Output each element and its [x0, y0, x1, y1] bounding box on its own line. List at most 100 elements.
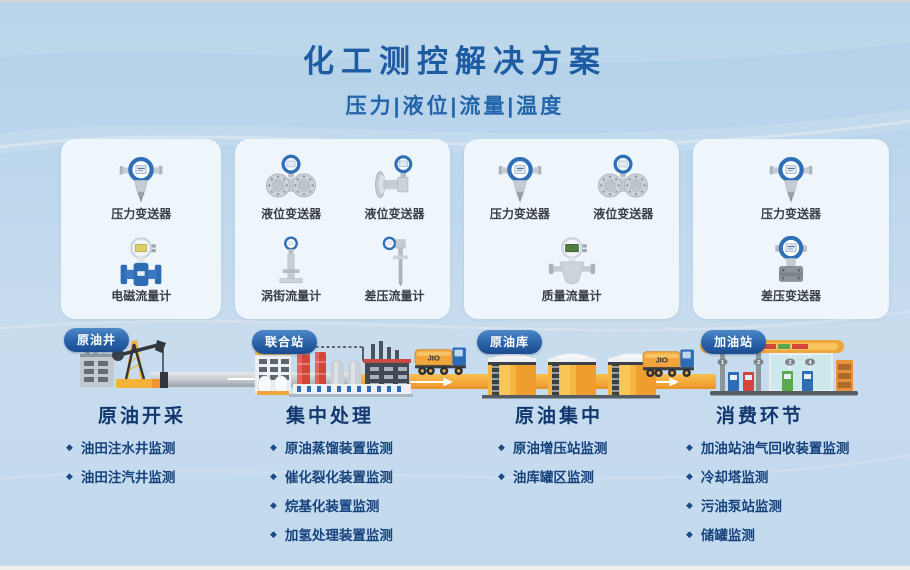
instrument-item: 液位变送器 — [593, 154, 653, 222]
stage-title-consumption: 消费环节 — [715, 406, 804, 427]
instrument-label: 液位变送器 — [364, 207, 425, 221]
instrument-label: 差压流量计 — [364, 289, 425, 303]
electromagnetic-flowmeter-icon — [115, 236, 167, 286]
stage-title-collection: 原油集中 — [514, 406, 603, 427]
diamond-bullet-icon: ◆ — [686, 470, 693, 481]
page-top-edge — [0, 0, 910, 2]
page-subtitle: 压力|液位|流量|温度 — [345, 95, 565, 118]
stage-title-extraction: 原油开采 — [97, 406, 186, 427]
list-item-label: 冷却塔监测 — [700, 470, 769, 485]
diamond-bullet-icon: ◆ — [270, 470, 277, 481]
list-item-label: 油田注水井监测 — [80, 441, 176, 456]
instrument-label: 液位变送器 — [261, 207, 322, 221]
instrument-item: 涡街流量计 — [261, 236, 321, 304]
instrument-item: 电磁流量计 — [111, 236, 171, 304]
list-item-label: 储罐监测 — [700, 528, 755, 543]
list-item-label: 加氢处理装置监测 — [284, 528, 393, 543]
diamond-bullet-icon: ◆ — [66, 441, 73, 452]
instrument-item: 压力变送器 — [761, 154, 821, 222]
instrument-item: 差压流量计 — [365, 236, 425, 304]
stage-badge-combined-station: 联合站 — [252, 330, 318, 354]
stage-badge-oil-depot: 原油库 — [477, 330, 543, 354]
list-item: ◆ 污油泵站监测 — [686, 495, 849, 515]
instrument-label: 电磁流量计 — [111, 289, 172, 303]
list-item: ◆ 油田注汽井监测 — [66, 466, 175, 486]
page-title: 化工测控解决方案 — [303, 44, 607, 79]
list-item-label: 烷基化装置监测 — [284, 499, 380, 514]
monitor-list-collection: ◆ 原油增压站监测 ◆ 油库罐区监测 — [498, 437, 607, 486]
list-item-label: 油田注汽井监测 — [80, 470, 176, 485]
vortex-flowmeter-icon — [265, 236, 317, 286]
instrument-item: 液位变送器 — [365, 154, 425, 222]
list-item-label: 污油泵站监测 — [700, 499, 782, 514]
diamond-bullet-icon: ◆ — [66, 470, 73, 481]
oil-storage-tanks-illustration — [482, 353, 660, 399]
header: 化工测控解决方案 压力|液位|流量|温度 — [0, 36, 910, 120]
process-flow: 1 2 3 4 JIO JIO 原油井 联合站 — [0, 326, 910, 438]
svg-text:JIO: JIO — [655, 356, 668, 365]
instrument-cards-row: 压力变送器 电磁流量计 液位变送器 液位变送器 涡街流量计 差压流量 — [61, 139, 889, 319]
svg-text:1: 1 — [721, 360, 724, 366]
svg-text:3: 3 — [788, 360, 791, 366]
pressure-transmitter-icon — [115, 154, 167, 204]
diamond-bullet-icon: ◆ — [270, 528, 277, 539]
instrument-item: 差压变送器 — [761, 236, 821, 304]
instrument-label: 差压变送器 — [760, 289, 821, 303]
list-item-label: 油库罐区监测 — [512, 470, 594, 485]
instrument-label: 压力变送器 — [489, 207, 550, 221]
list-item: ◆ 加油站油气回收装置监测 — [686, 437, 849, 457]
instrument-item: 压力变送器 — [490, 154, 550, 222]
diamond-bullet-icon: ◆ — [686, 441, 693, 452]
list-item: ◆ 烷基化装置监测 — [270, 495, 393, 515]
svg-text:4: 4 — [808, 360, 812, 366]
list-item: ◆ 冷却塔监测 — [686, 466, 849, 486]
differential-pressure-flowmeter-icon — [369, 236, 421, 286]
instrument-label: 液位变送器 — [593, 207, 654, 221]
list-item: ◆ 加氢处理装置监测 — [270, 524, 393, 544]
svg-text:JIO: JIO — [427, 354, 440, 363]
monitor-list-extraction: ◆ 油田注水井监测 ◆ 油田注汽井监测 — [66, 437, 175, 486]
list-item: ◆ 原油增压站监测 — [498, 437, 607, 457]
list-item: ◆ 原油蒸馏装置监测 — [270, 437, 393, 457]
page-bottom-edge — [0, 566, 910, 570]
instrument-label: 涡街流量计 — [261, 289, 322, 303]
list-item: ◆ 油田注水井监测 — [66, 437, 175, 457]
diamond-bullet-icon: ◆ — [270, 499, 277, 510]
pressure-transmitter-icon — [494, 154, 546, 204]
instrument-card-2: 液位变送器 液位变送器 涡街流量计 差压流量计 — [235, 139, 451, 319]
instrument-item: 压力变送器 — [111, 154, 171, 222]
stage-title-processing: 集中处理 — [285, 406, 374, 427]
svg-text:2: 2 — [757, 360, 760, 366]
instrument-card-3: 压力变送器 液位变送器 质量流量计 — [464, 139, 679, 319]
monitor-list-processing: ◆ 原油蒸馏装置监测 ◆ 催化裂化装置监测 ◆ 烷基化装置监测 ◆ 加氢处理装置… — [270, 437, 393, 544]
level-transmitter-flange-icon — [597, 154, 649, 204]
stage-badge-gas-station: 加油站 — [701, 330, 767, 354]
mass-flowmeter-icon — [546, 236, 598, 286]
instrument-item: 液位变送器 — [261, 154, 321, 222]
list-item: ◆ 催化裂化装置监测 — [270, 466, 393, 486]
diamond-bullet-icon: ◆ — [686, 528, 693, 539]
list-item-label: 催化裂化装置监测 — [284, 470, 393, 485]
monitor-list-consumption: ◆ 加油站油气回收装置监测 ◆ 冷却塔监测 ◆ 污油泵站监测 ◆ 储罐监测 — [686, 437, 849, 544]
diamond-bullet-icon: ◆ — [686, 499, 693, 510]
list-item: ◆ 油库罐区监测 — [498, 466, 607, 486]
instrument-label: 质量流量计 — [541, 289, 602, 303]
level-transmitter-flange-icon — [265, 154, 317, 204]
instrument-card-1: 压力变送器 电磁流量计 — [61, 139, 222, 319]
pressure-transmitter-icon — [765, 154, 817, 204]
diamond-bullet-icon: ◆ — [498, 441, 505, 452]
tanker-truck-icon: JIO — [414, 342, 468, 378]
level-transmitter-side-icon — [369, 154, 421, 204]
list-item: ◆ 储罐监测 — [686, 524, 849, 544]
list-item-label: 原油增压站监测 — [512, 441, 608, 456]
list-item-label: 加油站油气回收装置监测 — [700, 441, 850, 456]
stage-badge-oil-well: 原油井 — [64, 328, 130, 352]
differential-pressure-transmitter-icon — [765, 236, 817, 286]
instrument-label: 压力变送器 — [760, 207, 821, 221]
tanker-truck-icon: JIO — [642, 344, 696, 380]
diamond-bullet-icon: ◆ — [498, 470, 505, 481]
list-item-label: 原油蒸馏装置监测 — [284, 441, 393, 456]
instrument-label: 压力变送器 — [111, 207, 172, 221]
instrument-card-4: 压力变送器 差压变送器 — [692, 139, 889, 319]
